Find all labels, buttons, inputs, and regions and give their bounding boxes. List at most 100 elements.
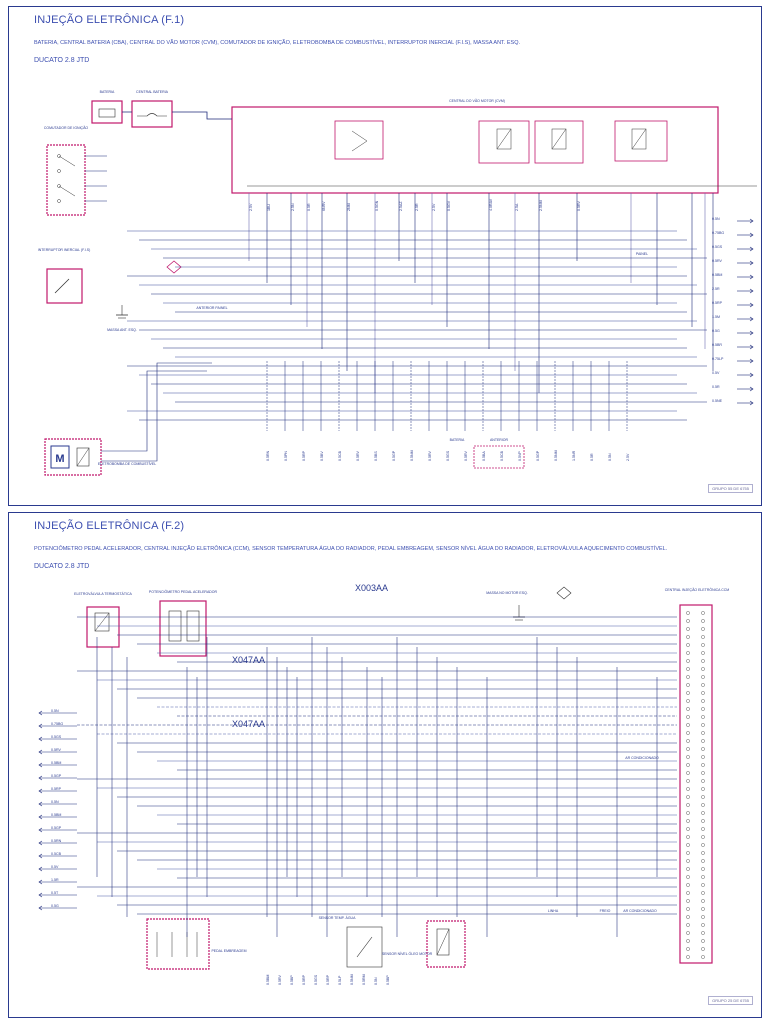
- eletrovalvula-component: ELETROVÁLVULA TERMOSTÁTICA: [74, 592, 132, 648]
- sheet-title: INJEÇÃO ELETRÔNICA (F.1): [34, 14, 185, 26]
- ccm-pin: [701, 643, 705, 647]
- wire-label: 0.5N: [51, 709, 59, 713]
- wire-label: 0.5RV: [428, 450, 432, 461]
- ccm-pin: [701, 763, 705, 767]
- wire-label: 2.5AZ: [399, 201, 403, 211]
- ccm-pin: [701, 819, 705, 823]
- wire-label: 0.5R: [712, 385, 720, 389]
- ccm-pin: [701, 635, 705, 639]
- ccm-pin: [686, 643, 690, 647]
- wire-label: 0.5RM: [362, 974, 366, 985]
- ccm-pin: [686, 747, 690, 751]
- interruptor-inercial-component: INTERRUPTOR INERCIAL (F.I.S): [38, 248, 91, 304]
- wire-label: 0.5R: [590, 453, 594, 461]
- wire-label: 0.5BA: [482, 451, 486, 461]
- ccm-pin: [686, 955, 690, 959]
- ccm-pin: [701, 915, 705, 919]
- ccm-pin: [686, 771, 690, 775]
- ccm-pin: [686, 667, 690, 671]
- wire-group: [38, 616, 677, 937]
- ccm-pin: [701, 803, 705, 807]
- wire-label: 2.5R: [415, 203, 419, 211]
- ccm-pin: [701, 611, 705, 615]
- wire-label: 0.5CB: [51, 852, 62, 856]
- wire-label: 0.5BM: [266, 975, 270, 985]
- ccm-pin: [701, 651, 705, 655]
- central-vao-motor-component: CENTRAL DO VÃO MOTOR (CVM): [231, 98, 757, 194]
- wire-label: 0.5PN: [284, 451, 288, 461]
- wire-labels: 0.5N0.75BG0.5GS0.5RV0.5BM0.5GP0.5RP0.5N0…: [51, 709, 390, 985]
- wire-label: 2.5V: [626, 453, 630, 461]
- wire-label: 0.5RN: [51, 839, 62, 843]
- ccm-pin: [701, 923, 705, 927]
- ccm-pin: [701, 739, 705, 743]
- ccm-pin: [701, 755, 705, 759]
- central-vao-motor-label: CENTRAL DO VÃO MOTOR (CVM): [449, 98, 505, 103]
- wire-label: 2.5R: [712, 287, 720, 291]
- massa-component: MASSA ANT. ESQ.: [107, 305, 137, 332]
- ccm-pin: [686, 795, 690, 799]
- wire-label: 0.5T: [51, 891, 59, 895]
- wire-label: 0.5GV: [447, 200, 451, 211]
- painel-label: PAINEL: [636, 252, 648, 256]
- wire-label: 2.5N: [291, 203, 295, 211]
- pedal-embreagem-component: PEDAL EMBREAGEM: [146, 918, 247, 970]
- wire-label: 0.5RV: [278, 974, 282, 985]
- ccm-pin: [686, 763, 690, 767]
- wire-label: 0.75LP: [712, 357, 724, 361]
- comutador-label: COMUTADOR DE IGNIÇÃO: [44, 125, 89, 130]
- wire-label: 0.5R: [307, 203, 311, 211]
- sensor-temp-component: SENSOR TEMP. ÁGUA: [319, 916, 383, 968]
- ccm-pin: [701, 795, 705, 799]
- ccm-pin: [701, 787, 705, 791]
- anterior-painel-label: ANTERIOR PAINEL: [196, 306, 227, 310]
- wire-label: 0.5GP: [51, 826, 62, 830]
- interruptor-label: INTERRUPTOR INERCIAL (F.I.S): [38, 248, 91, 252]
- ccm-pins: [686, 611, 705, 959]
- wire-label: 0.5BM: [51, 761, 61, 765]
- wire-label: 0.5RV: [577, 200, 581, 211]
- massa-motor-component: MASSA NO MOTOR ESQ.: [486, 586, 572, 621]
- ccm-pin: [686, 947, 690, 951]
- sheet-subtitle: BATERIA, CENTRAL BATERIA (CBA), CENTRAL …: [34, 40, 521, 46]
- ccm-pin: [701, 955, 705, 959]
- central-bateria-label: CENTRAL BATERIA: [136, 90, 169, 94]
- wire-label: 0.5LP: [338, 975, 342, 985]
- wire-label: 0.5G: [51, 904, 59, 908]
- ccm-pin: [686, 883, 690, 887]
- ccm-pin: [686, 755, 690, 759]
- ccm-pin: [701, 683, 705, 687]
- schematic-sheet-f1: INJEÇÃO ELETRÔNICA (F.1) BATERIA, CENTRA…: [8, 6, 762, 506]
- schematic-sheet-f2: INJEÇÃO ELETRÔNICA (F.2) POTENCIÔMETRO P…: [8, 512, 762, 1018]
- wire-label: 1BU: [267, 204, 271, 211]
- ccm-pin: [701, 747, 705, 751]
- ccm-pin: [686, 715, 690, 719]
- ccm-pin: [701, 691, 705, 695]
- wire-label: 0.5GP: [536, 450, 540, 461]
- ccm-pin: [701, 619, 705, 623]
- ccm-pin: [686, 859, 690, 863]
- wire-label: 0.5RP: [51, 787, 62, 791]
- ccm-pin: [701, 859, 705, 863]
- ccm-pin: [686, 851, 690, 855]
- wire-label: 0.5BS: [374, 451, 378, 461]
- wire-label: 0.5NM: [554, 450, 558, 461]
- ccm-pin: [701, 627, 705, 631]
- ccm-pin: [701, 667, 705, 671]
- ccm-pin: [686, 907, 690, 911]
- eletrobomba-component: M ELETROBOMBA DE COMBUSTÍVEL: [44, 438, 156, 476]
- sheet-subtitle: POTENCIÔMETRO PEDAL ACELERADOR, CENTRAL …: [34, 546, 668, 552]
- wire-label: 0.5BP: [386, 975, 390, 985]
- ccm-pin: [686, 843, 690, 847]
- ccm-pin: [701, 867, 705, 871]
- wire-label: 0.5RP: [302, 450, 306, 461]
- wire-label: 1.5R: [51, 878, 59, 882]
- ccm-pin: [686, 875, 690, 879]
- ccm-pin: [701, 939, 705, 943]
- wire-label: 0.75BG: [712, 231, 724, 235]
- pedal-embreagem-label: PEDAL EMBREAGEM: [211, 949, 246, 953]
- ccm-pin: [701, 947, 705, 951]
- wire-label: 0.5N: [51, 800, 59, 804]
- wire-label: 6NRV: [322, 201, 326, 211]
- wire-label: 0.5N: [608, 453, 612, 461]
